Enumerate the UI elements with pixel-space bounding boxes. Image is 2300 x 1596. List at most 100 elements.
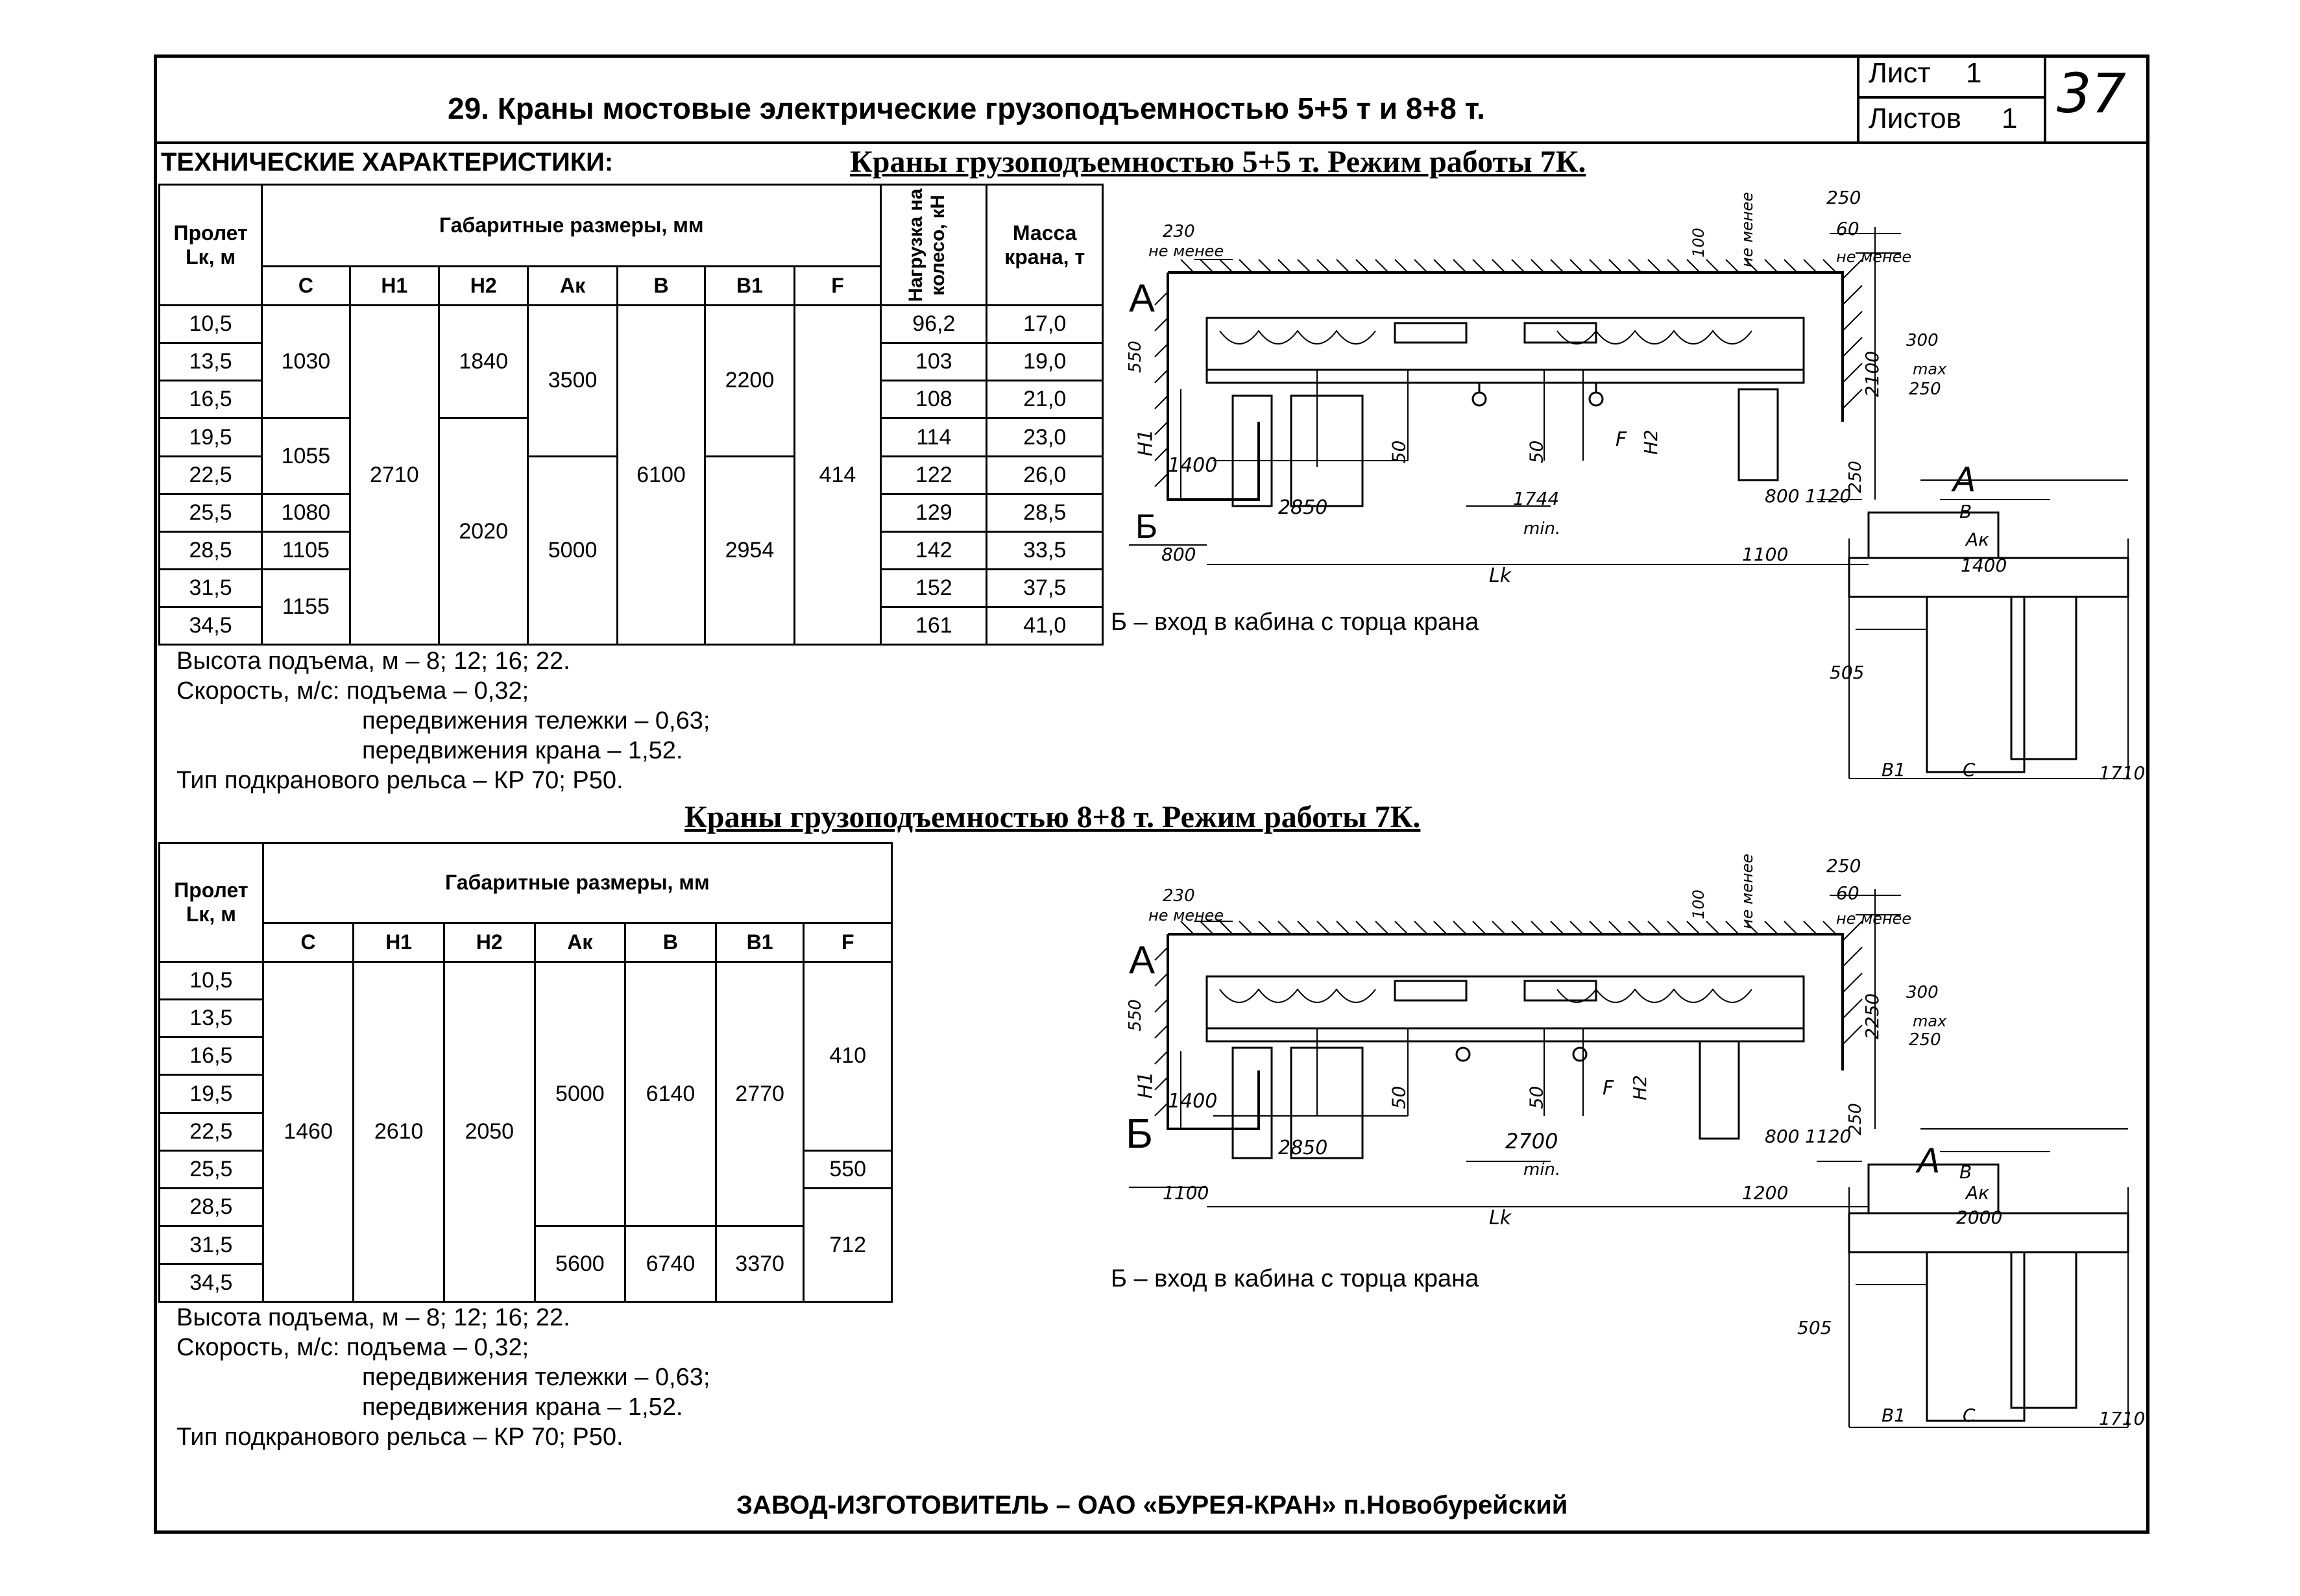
dim-2250: 2250 <box>1861 993 1883 1040</box>
section-c: C <box>1963 759 1976 780</box>
span-cell: 16,5 <box>158 380 263 420</box>
mass-cell: 37,5 <box>986 568 1104 608</box>
col-ak: Ак <box>533 921 627 963</box>
dim-1120: 1120 <box>1805 485 1852 507</box>
dim-1100: 1100 <box>1163 1182 1209 1203</box>
col-b1: B1 <box>714 921 805 963</box>
label-f: F <box>1616 428 1627 451</box>
title-block-row-divider <box>1857 96 2044 99</box>
f-cell: 414 <box>793 304 882 646</box>
h1-cell: 2710 <box>348 304 441 646</box>
dim-300: 300 <box>1906 331 1939 350</box>
b-cell: 6740 <box>624 1225 717 1303</box>
sheet-frame <box>154 54 2149 1534</box>
section-b-label: B <box>1959 1161 1972 1183</box>
load-cell: 142 <box>880 530 988 570</box>
label-lk: Lk <box>1489 1207 1512 1229</box>
mass-cell: 33,5 <box>986 530 1104 570</box>
c-cell: 1155 <box>261 568 351 646</box>
dim-800-b: 800 <box>1161 544 1196 565</box>
crane-drawing-8-8 <box>1129 889 2129 1428</box>
section2-heading: Краны грузоподъемностью 8+8 т. Режим раб… <box>684 800 1421 834</box>
mass-cell: 23,0 <box>986 417 1104 457</box>
view-a-label: А <box>1129 276 1156 320</box>
span-cell: 13,5 <box>158 998 264 1039</box>
col-h1: H1 <box>348 265 441 307</box>
col-h2: H2 <box>442 921 536 963</box>
mass-cell: 28,5 <box>986 492 1104 533</box>
load-cell: 96,2 <box>880 304 988 345</box>
span-cell: 22,5 <box>158 1111 264 1152</box>
dim-50-b: 50 <box>1525 1085 1547 1109</box>
section-b1: B1 <box>1882 1405 1906 1426</box>
span-cell: 22,5 <box>158 455 263 495</box>
section-1710: 1710 <box>2099 1408 2146 1429</box>
h2-cell: 2020 <box>438 417 529 646</box>
span-cell: 28,5 <box>158 530 263 570</box>
view-b-label: Б <box>1135 508 1158 546</box>
label-h2: H2 <box>1628 1075 1651 1100</box>
rail-type-note: Тип подкранового рельса – КР 70; Р50. <box>176 1423 623 1451</box>
dimension-lines <box>1129 889 2128 1285</box>
not-less-right: не менее <box>1836 248 1912 266</box>
label-h1: H1 <box>1134 1071 1157 1099</box>
col-dims-header: Габаритные размеры, мм <box>261 183 882 268</box>
sheets-value: 1 <box>2002 103 2018 134</box>
title-block-divider-2 <box>2044 54 2046 141</box>
dim-800: 800 <box>1765 1126 1800 1147</box>
dim-50-a: 50 <box>1388 440 1410 464</box>
not-less-vertical: не менее <box>1738 853 1757 930</box>
crane-drawing-5-5 <box>1129 227 2129 779</box>
span-cell: 31,5 <box>158 568 263 608</box>
dim-800-a: 800 <box>1765 485 1800 507</box>
c-cell: 1460 <box>261 960 355 1303</box>
label-lk: Lk <box>1489 564 1512 587</box>
col-load-header: Нагрузка на колесо, кН <box>880 183 988 307</box>
section-c: C <box>1963 1405 1976 1426</box>
ak-cell: 5600 <box>533 1225 627 1303</box>
c-cell: 1030 <box>261 304 351 420</box>
cabin-entry-caption-2: Б – вход в кабина с торца крана <box>1111 1265 1479 1292</box>
view-b-label: Б <box>1126 1110 1153 1157</box>
dim-1400: 1400 <box>1168 454 1218 477</box>
lift-height-note: Высота подъема, м – 8; 12; 16; 22. <box>176 647 570 675</box>
b-cell: 6100 <box>616 304 707 646</box>
dim-100: 100 <box>1689 228 1708 258</box>
f-cell: 410 <box>803 960 893 1152</box>
b1-cell: 3370 <box>714 1225 805 1303</box>
label-h2: H2 <box>1640 429 1662 455</box>
spec-table-5-5: Пролет Lк, м Габаритные размеры, мм Нагр… <box>158 183 1104 646</box>
sheets-label: Листов <box>1869 103 1961 134</box>
trolley-speed-note: передвижения тележки – 0,63; <box>362 1364 710 1391</box>
span-cell: 34,5 <box>158 1263 264 1303</box>
col-h2: H2 <box>438 265 529 307</box>
not-less-right: не менее <box>1836 910 1912 928</box>
col-b1: B1 <box>704 265 795 307</box>
f-cell: 712 <box>803 1187 893 1303</box>
mass-cell: 21,0 <box>986 380 1104 420</box>
dim-60: 60 <box>1836 882 1859 904</box>
section-505: 505 <box>1797 1317 1832 1338</box>
mass-cell: 26,0 <box>986 455 1104 495</box>
ak-cell: 5000 <box>527 455 618 646</box>
dim-60: 60 <box>1836 218 1859 239</box>
section-2000: 2000 <box>1956 1207 2003 1228</box>
mass-cell: 19,0 <box>986 342 1104 382</box>
dim-2100: 2100 <box>1861 350 1883 398</box>
document-title: 29. Краны мостовые электрические грузопо… <box>448 91 1485 125</box>
c-cell: 1080 <box>261 492 351 533</box>
dim-230: 230 <box>1163 222 1195 241</box>
dim-550: 550 <box>1125 341 1145 373</box>
label-h1: H1 <box>1134 429 1157 457</box>
ak-cell: 5000 <box>533 960 627 1227</box>
section1-heading: Краны грузоподъемностью 5+5 т. Режим раб… <box>850 145 1586 179</box>
min-label: min. <box>1523 519 1561 538</box>
dim-250-max: 250 <box>1909 1030 1941 1050</box>
mass-cell: 17,0 <box>986 304 1104 345</box>
col-mass-header: Масса крана, т <box>986 183 1104 307</box>
crane-bridge <box>1205 317 1805 507</box>
span-cell: 13,5 <box>158 342 263 382</box>
dim-50-a: 50 <box>1388 1085 1410 1109</box>
manufacturer-footer: ЗАВОД-ИЗГОТОВИТЕЛЬ – ОАО «БУРЕЯ-КРАН» п.… <box>736 1491 1568 1519</box>
h2-cell: 1840 <box>438 304 529 420</box>
